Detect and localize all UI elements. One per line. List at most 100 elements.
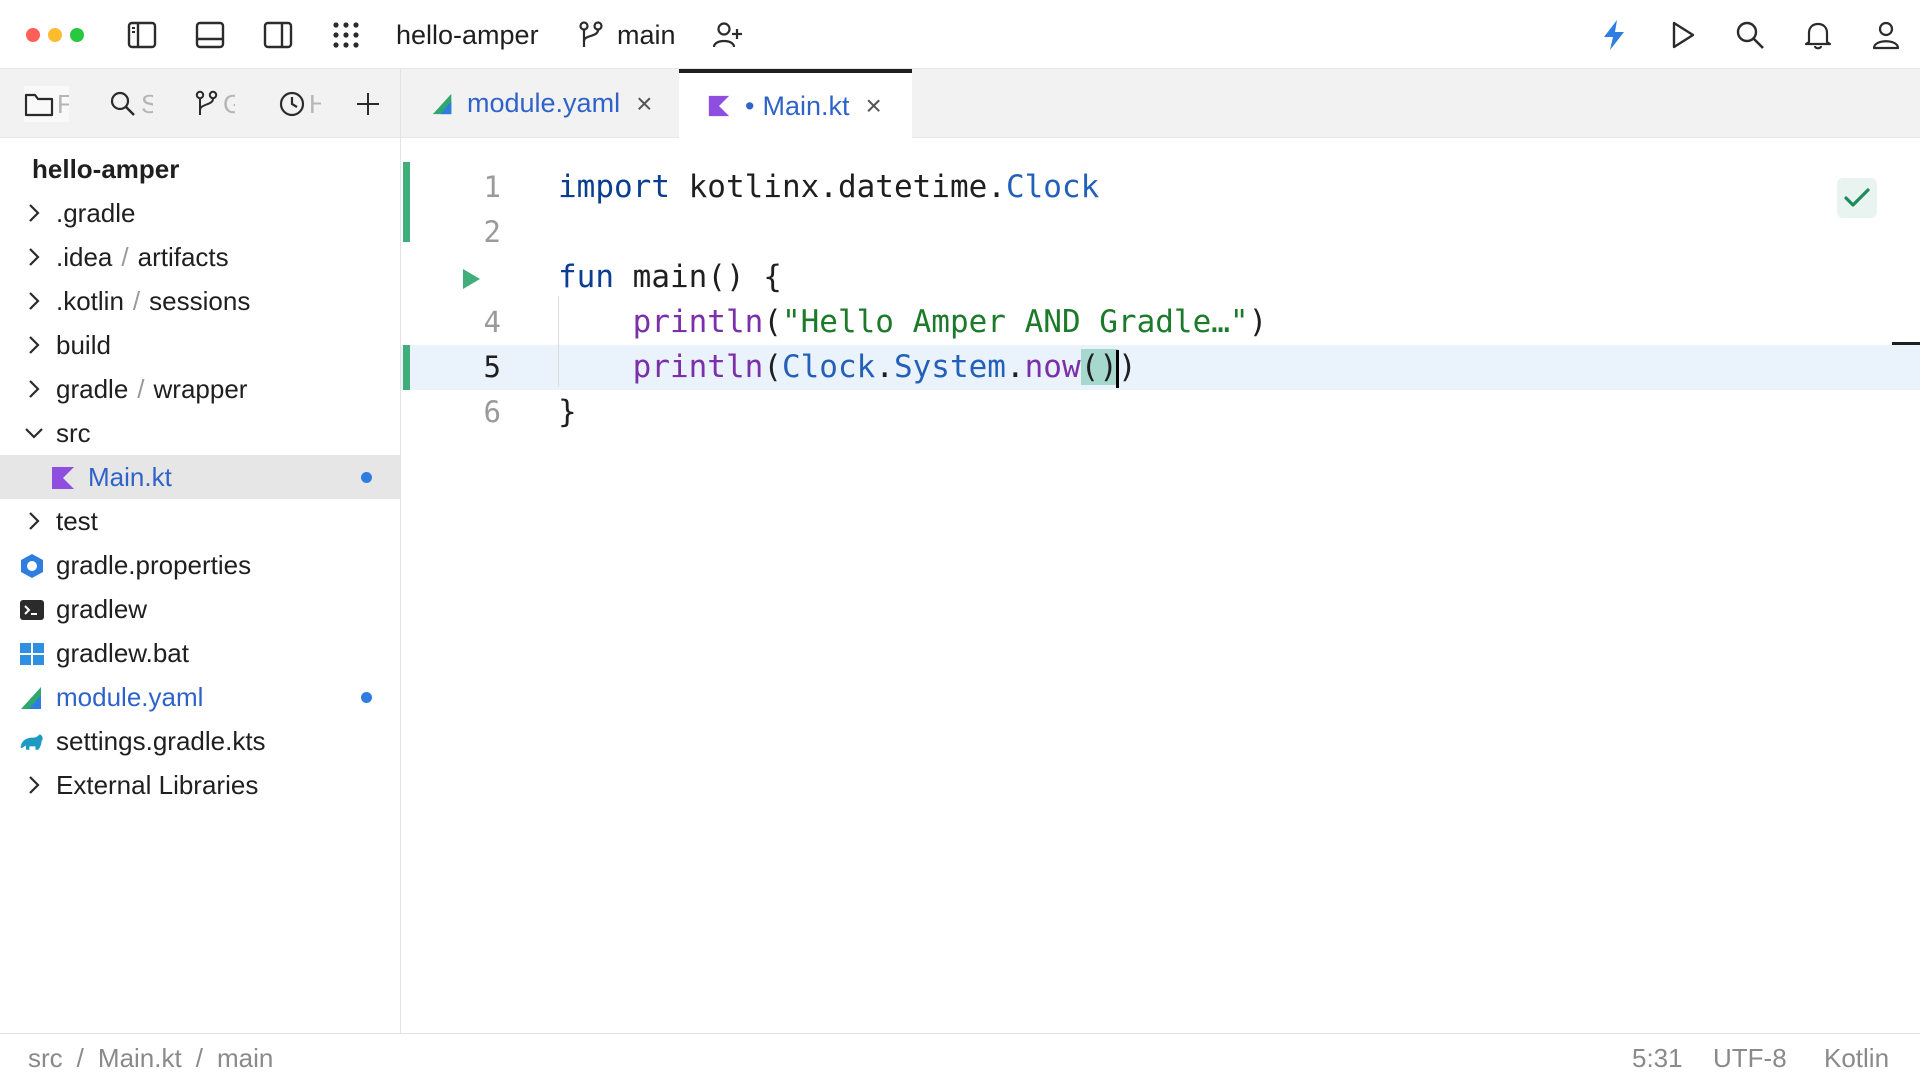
user-icon[interactable] <box>1868 17 1904 53</box>
run-gutter-icon[interactable] <box>459 267 483 291</box>
tab-main-kt[interactable]: • Main.kt × <box>679 69 912 139</box>
tree-item[interactable]: External Libraries <box>0 763 400 807</box>
close-tab-button[interactable]: × <box>865 90 882 121</box>
code-line[interactable]: 6 } <box>401 390 1920 435</box>
file-tree: hello-amper .gradle .idea/artifacts .kot… <box>0 147 400 807</box>
chevron-right-icon[interactable] <box>22 773 46 797</box>
file-language[interactable]: Kotlin <box>1824 1043 1890 1073</box>
line-number: 5 <box>483 350 501 384</box>
add-user-icon[interactable] <box>710 17 746 53</box>
tree-item[interactable]: gradle.properties <box>0 543 400 587</box>
file-encoding[interactable]: UTF-8 <box>1713 1043 1787 1073</box>
tree-item[interactable]: gradle/wrapper <box>0 367 400 411</box>
tree-item-selected[interactable]: Main.kt <box>0 455 400 499</box>
code-text: println("Hello Amper AND Gradle…") <box>632 304 1268 340</box>
code-line[interactable]: fun main() { <box>401 255 1920 300</box>
tree-item-label: build <box>56 329 111 360</box>
tree-item-label: .gradle <box>56 197 136 228</box>
branch-name[interactable]: main <box>617 20 676 50</box>
editor-tab-bar: module.yaml × • Main.kt × <box>401 69 1920 139</box>
tab-search[interactable]: S <box>108 86 153 122</box>
tree-item-label: module.yaml <box>56 681 204 712</box>
close-tab-button[interactable]: × <box>636 87 653 119</box>
code-line[interactable]: 1 import kotlinx.datetime.Clock <box>401 165 1920 210</box>
tree-item[interactable]: gradlew <box>0 587 400 631</box>
project-panel: F S G H hello-amper .gradle .idea/artifa… <box>0 69 401 1033</box>
tree-item[interactable]: module.yaml <box>0 675 400 719</box>
breadcrumb: src/Main.kt/main <box>28 1043 274 1073</box>
chevron-right-icon[interactable] <box>22 289 46 313</box>
tab-files[interactable]: F <box>24 86 69 122</box>
tree-item[interactable]: .idea/artifacts <box>0 235 400 279</box>
modified-dot: • <box>745 90 755 121</box>
right-panel-icon[interactable] <box>260 17 296 53</box>
tree-item[interactable]: test <box>0 499 400 543</box>
tree-item-label: src <box>56 417 91 448</box>
kotlin-file-icon <box>708 95 730 117</box>
project-name[interactable]: hello-amper <box>396 20 539 50</box>
kotlin-file-icon <box>52 467 74 489</box>
text-caret <box>1115 349 1119 388</box>
title-bar: hello-amper main <box>0 0 1920 69</box>
tree-item-label: gradlew.bat <box>56 637 189 668</box>
lightning-icon[interactable] <box>1596 17 1632 53</box>
clock-icon <box>279 91 305 117</box>
plus-icon <box>357 93 379 115</box>
tree-root[interactable]: hello-amper <box>32 154 180 184</box>
tab-history[interactable]: H <box>278 86 321 122</box>
line-number: 2 <box>483 215 501 249</box>
minimize-window-button[interactable] <box>48 28 62 42</box>
add-tab-button[interactable] <box>354 86 382 122</box>
tree-item-label: Main.kt <box>88 461 172 492</box>
panel-tabs: F S G H <box>0 69 400 138</box>
tree-item-label: gradlew <box>56 593 148 624</box>
tree-item[interactable]: .kotlin/sessions <box>0 279 400 323</box>
inspection-ok-badge[interactable] <box>1837 178 1877 218</box>
search-icon <box>110 91 135 116</box>
tree-item-label: .kotlin/sessions <box>56 285 251 316</box>
code-text: fun main() { <box>558 259 782 295</box>
code-line-current[interactable]: 5 println(Clock.System.now()) <box>401 345 1920 390</box>
tab-git[interactable]: G <box>194 86 235 122</box>
maximize-window-button[interactable] <box>70 28 84 42</box>
tree-item[interactable]: .gradle <box>0 191 400 235</box>
code-line[interactable]: 4 println("Hello Amper AND Gradle…") <box>401 300 1920 345</box>
tab-module-yaml[interactable]: module.yaml × <box>431 69 652 138</box>
amper-file-icon <box>21 687 41 709</box>
code-line[interactable]: 2 <box>401 210 1920 255</box>
tree-item[interactable]: src <box>0 411 400 455</box>
chevron-right-icon[interactable] <box>22 333 46 357</box>
breadcrumb-item[interactable]: src <box>28 1043 63 1073</box>
branch-icon[interactable] <box>575 17 607 53</box>
tab-files-label: F <box>57 88 69 119</box>
tab-label: Main.kt <box>762 90 850 121</box>
tree-item-label: .idea/artifacts <box>56 241 229 272</box>
tab-git-label: G <box>223 88 235 119</box>
terminal-file-icon <box>20 600 44 620</box>
settings-file-icon <box>21 554 43 578</box>
code-editor[interactable]: 1 import kotlinx.datetime.Clock 2 fun ma… <box>401 138 1920 1033</box>
chevron-right-icon[interactable] <box>22 245 46 269</box>
code-text: import kotlinx.datetime.Clock <box>558 169 1100 205</box>
tree-item[interactable]: build <box>0 323 400 367</box>
apps-grid-icon[interactable] <box>328 17 364 53</box>
caret-position[interactable]: 5:31 <box>1632 1043 1683 1073</box>
run-icon[interactable] <box>1664 17 1700 53</box>
bottom-panel-icon[interactable] <box>192 17 228 53</box>
tree-item[interactable]: settings.gradle.kts <box>0 719 400 763</box>
gradle-elephant-icon <box>20 734 43 750</box>
chevron-right-icon[interactable] <box>22 201 46 225</box>
breadcrumb-item[interactable]: main <box>216 1043 274 1073</box>
breadcrumb-item[interactable]: Main.kt <box>97 1043 182 1073</box>
search-icon[interactable] <box>1732 17 1768 53</box>
chevron-down-icon[interactable] <box>22 421 46 445</box>
modified-dot <box>361 472 372 483</box>
left-panel-icon[interactable] <box>124 17 160 53</box>
code-text: } <box>558 394 577 430</box>
tree-item-label: gradle.properties <box>56 549 252 580</box>
close-window-button[interactable] <box>26 28 40 42</box>
chevron-right-icon[interactable] <box>22 509 46 533</box>
bell-icon[interactable] <box>1800 17 1836 53</box>
tree-item[interactable]: gradlew.bat <box>0 631 400 675</box>
chevron-right-icon[interactable] <box>22 377 46 401</box>
